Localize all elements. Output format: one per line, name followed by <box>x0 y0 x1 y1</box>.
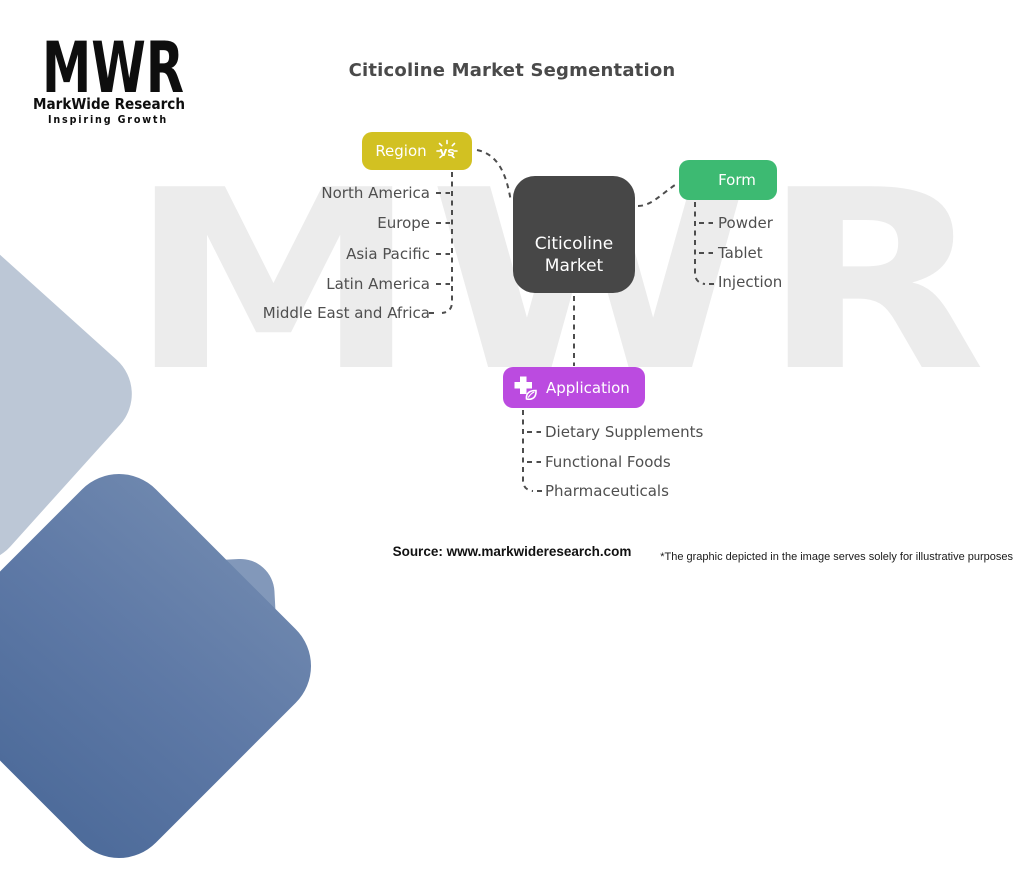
application-badge: Application <box>503 367 645 408</box>
region-item: Latin America <box>326 275 430 293</box>
region-rail <box>441 172 453 314</box>
source-text: Source: www.markwideresearch.com <box>392 544 632 559</box>
page-title: Citicoline Market Segmentation <box>348 60 676 81</box>
region-item: Middle East and Africa <box>262 304 430 322</box>
form-badge-label: Form <box>718 171 756 189</box>
vs-icon-text: vs <box>439 145 454 159</box>
health-cross-leaf-icon <box>514 376 537 401</box>
form-item: Powder <box>718 214 773 232</box>
region-item: North America <box>321 184 430 202</box>
application-item: Pharmaceuticals <box>545 482 669 500</box>
form-item: Injection <box>718 273 783 291</box>
markwide-research-logo: MWR MarkWide Research Inspiring Growth <box>33 30 185 126</box>
logo-tagline: Inspiring Growth <box>48 114 168 126</box>
application-badge-label: Application <box>546 378 630 397</box>
region-item: Asia Pacific <box>346 245 430 263</box>
region-badge-label: Region <box>375 142 427 160</box>
region-badge: Region vs <box>362 132 472 170</box>
center-node-citicoline-market: Citicoline Market <box>513 176 635 293</box>
center-node-label-line1: Citicoline <box>534 234 614 254</box>
logo-monogram: MWR <box>42 30 184 109</box>
disclaimer-text: *The graphic depicted in the image serve… <box>660 551 1013 563</box>
form-rail <box>694 202 706 285</box>
logo-name: MarkWide Research <box>33 95 185 113</box>
application-item: Dietary Supplements <box>545 423 704 441</box>
region-item: Europe <box>377 214 430 232</box>
connector-region-curve <box>476 149 512 203</box>
center-node-label-line2: Market <box>544 256 604 276</box>
application-item: Functional Foods <box>545 453 671 471</box>
form-item: Tablet <box>718 244 763 262</box>
connector-form-curve <box>637 182 679 207</box>
vs-sparkle-icon: vs <box>435 139 458 159</box>
infographic-canvas: MWR MarkWide Research Inspiring Growth C… <box>33 30 1013 563</box>
form-badge: Form <box>679 160 777 200</box>
application-rail <box>522 410 534 492</box>
connector-lines <box>429 149 716 492</box>
